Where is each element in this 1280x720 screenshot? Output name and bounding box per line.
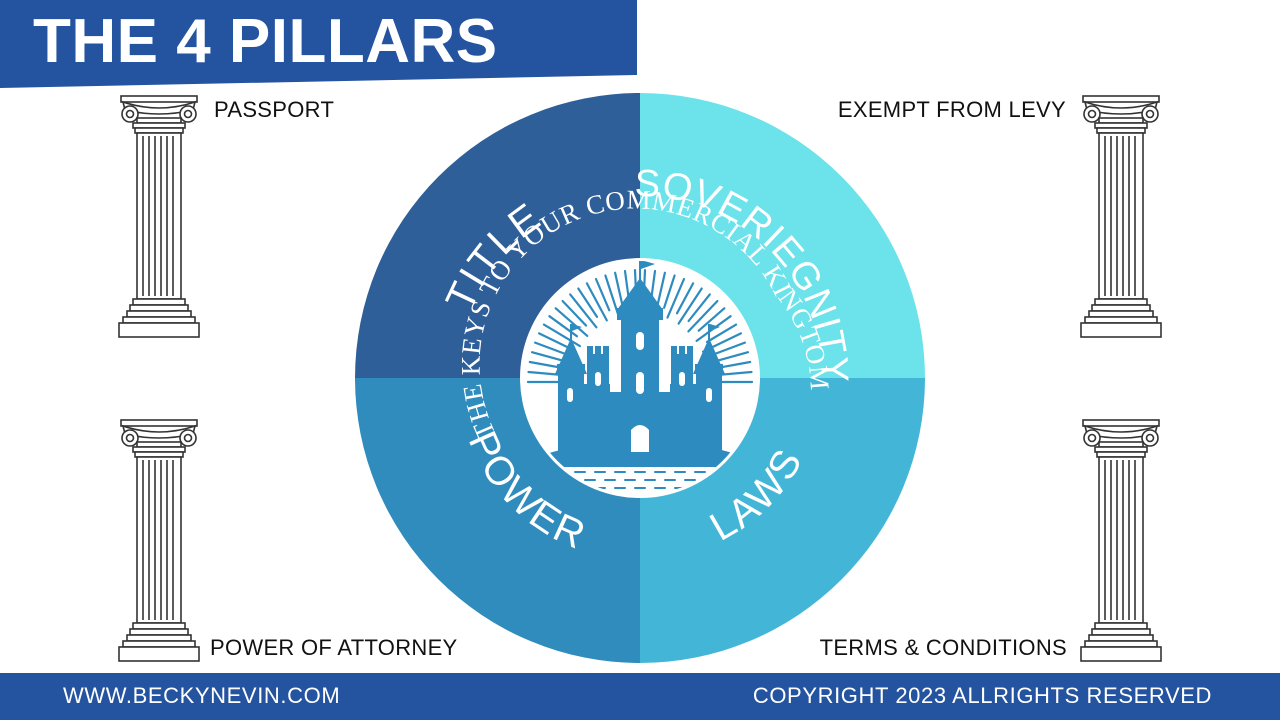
column-icon xyxy=(1079,94,1163,340)
column-icon xyxy=(1079,418,1163,664)
four-pillars-circle-diagram: TITLE SOVERIEGNITY POWER LAWS THE KEYS T… xyxy=(355,92,925,664)
page-title: THE 4 PILLARS xyxy=(33,6,498,78)
column-icon xyxy=(117,418,201,664)
pillar-label-passport: PASSPORT xyxy=(214,97,334,123)
footer-copyright: COPYRIGHT 2023 ALLRIGHTS RESERVED xyxy=(753,682,1212,710)
footer-website: WWW.BECKYNEVIN.COM xyxy=(63,682,340,710)
column-icon xyxy=(117,94,201,340)
footer-bar: WWW.BECKYNEVIN.COM COPYRIGHT 2023 ALLRIG… xyxy=(0,673,1280,720)
